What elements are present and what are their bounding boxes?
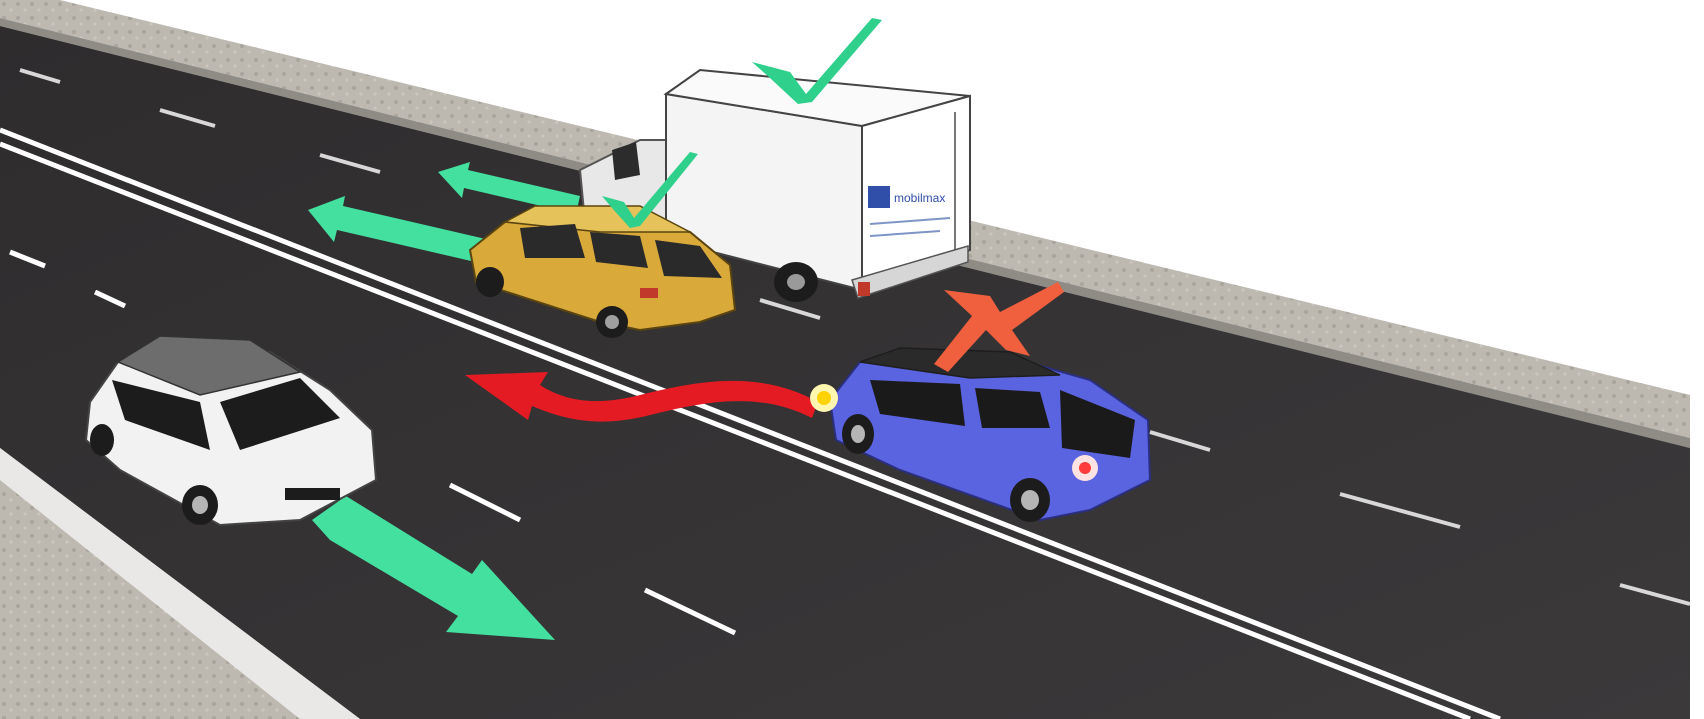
white-car-plate: [285, 488, 340, 500]
truck-logo-text: mobilmax: [894, 191, 945, 205]
right-margin: [1690, 0, 1704, 719]
blue-car-front-indicator: [810, 384, 838, 412]
blue-car-rear-light: [1072, 455, 1098, 481]
truck-logo-mark: [868, 186, 890, 208]
